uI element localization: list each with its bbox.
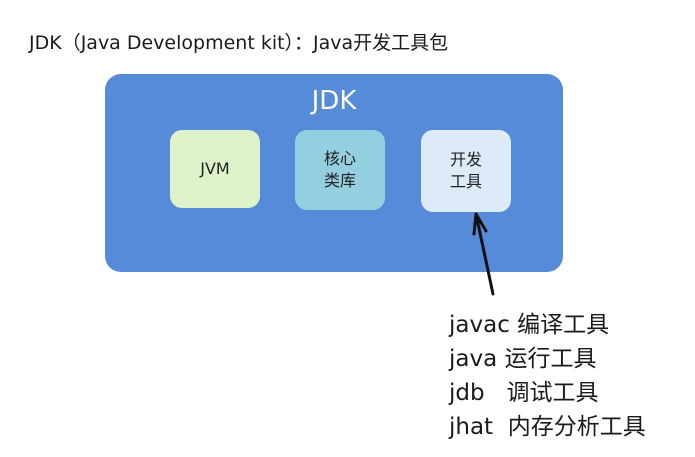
core-library-label: 核心 类库	[323, 149, 356, 190]
tool-item: jhat 内存分析工具	[449, 414, 646, 440]
dev-tools-label: 开发 工具	[449, 150, 482, 191]
tool-item: jdb 调试工具	[449, 380, 599, 406]
dev-tools-box: 开发 工具	[421, 130, 511, 212]
jdk-container: JDK JVM 核心 类库 开发 工具	[105, 74, 563, 272]
tools-list: javac 编译工具 java 运行工具 jdb 调试工具 jhat 内存分析工…	[449, 308, 646, 444]
tool-item: java 运行工具	[449, 346, 597, 372]
core-library-box: 核心 类库	[295, 130, 385, 210]
jdk-label: JDK	[311, 86, 357, 116]
jvm-label: JVM	[200, 159, 230, 178]
page-title: JDK（Java Development kit）：Java开发工具包	[29, 32, 449, 54]
jvm-box: JVM	[170, 130, 260, 208]
tool-item: javac 编译工具	[449, 312, 610, 338]
